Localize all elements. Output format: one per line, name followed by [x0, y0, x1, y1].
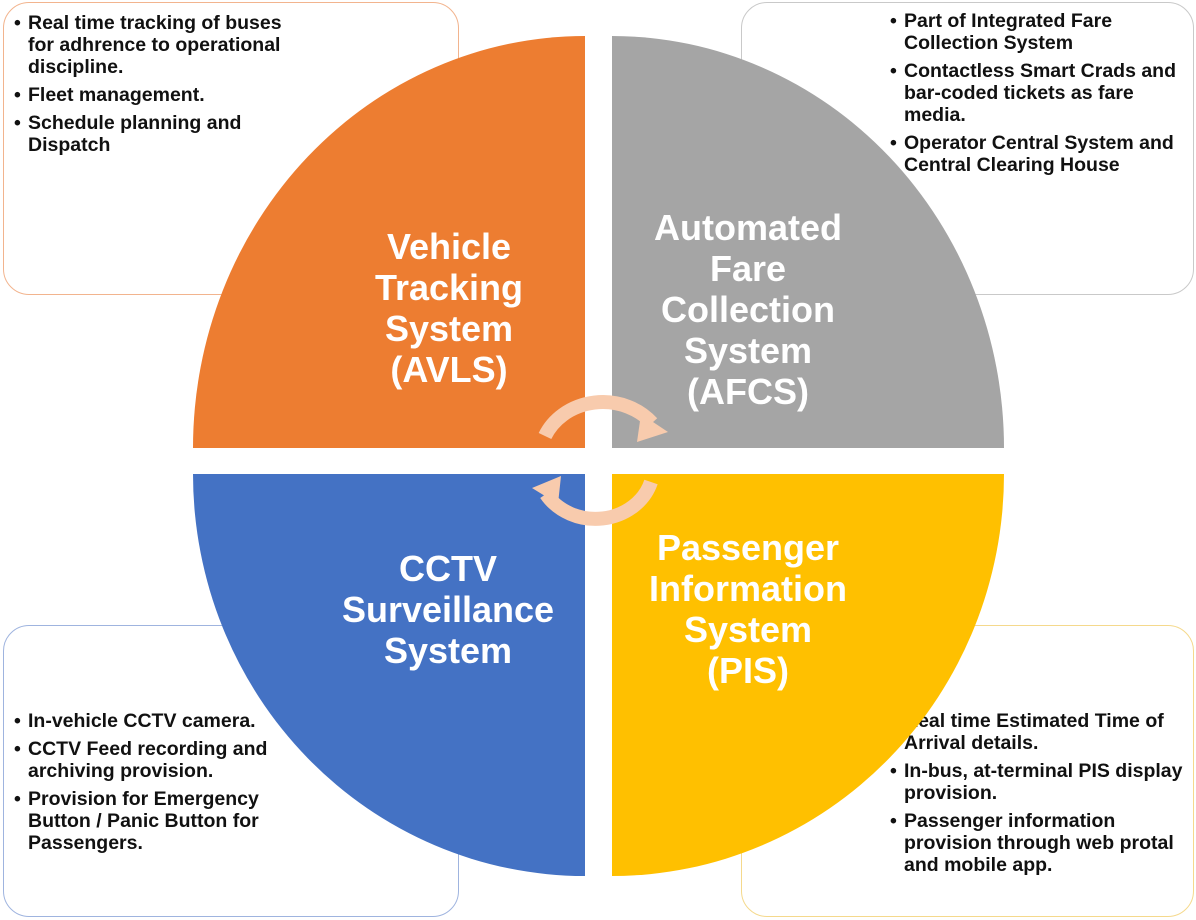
- quadrant-cctv: [193, 474, 585, 876]
- bullet-text: Real time tracking of buses for adhrence…: [28, 12, 282, 78]
- bullet-item: • CCTV Feed recording and archiving provi…: [12, 738, 312, 782]
- bullet-dot-icon: •: [890, 132, 897, 154]
- quadrant-fare-collection: [612, 36, 1004, 448]
- quadrant-title-line: Information: [649, 568, 847, 609]
- quadrant-title-line: System: [384, 630, 512, 671]
- bullet-item: • Passenger information provision through…: [888, 810, 1188, 876]
- bullet-dot-icon: •: [14, 84, 21, 106]
- quadrant-passenger-info: [612, 474, 1004, 876]
- bullet-dot-icon: •: [14, 12, 21, 34]
- bullet-dot-icon: •: [14, 788, 21, 810]
- bullet-text: Schedule planning and Dispatch: [28, 112, 242, 156]
- quadrant-title-line: System: [385, 308, 513, 349]
- bullet-text: In-vehicle CCTV camera.: [28, 710, 256, 732]
- bullet-dot-icon: •: [890, 760, 897, 782]
- bullet-list-vehicle-tracking: • Real time tracking of buses for adhrenc…: [12, 12, 312, 162]
- bullet-text: Fleet management.: [28, 84, 205, 106]
- quadrant-title-line: (PIS): [707, 650, 789, 691]
- bullet-text: Passenger information provision through …: [904, 810, 1174, 876]
- bullet-text: CCTV Feed recording and archiving provis…: [28, 738, 268, 782]
- bullet-dot-icon: •: [890, 810, 897, 832]
- quadrant-title-line: (AVLS): [390, 349, 507, 390]
- bullet-item: • Part of Integrated Fare Collection Syst…: [888, 10, 1188, 54]
- bullet-text: Provision for Emergency Button / Panic B…: [28, 788, 259, 854]
- bullet-item: • Operator Central System and Central Cle…: [888, 132, 1188, 176]
- bullet-text: Contactless Smart Crads and bar-coded ti…: [904, 60, 1177, 126]
- quadrant-title-line: System: [684, 330, 812, 371]
- bullet-dot-icon: •: [14, 738, 21, 760]
- bullet-item: • Schedule planning and Dispatch: [12, 112, 312, 156]
- bullet-dot-icon: •: [14, 112, 21, 134]
- bullet-item: • Real time tracking of buses for adhrenc…: [12, 12, 312, 78]
- bullet-text: Operator Central System and Central Clea…: [904, 132, 1174, 176]
- bullet-text: In-bus, at-terminal PIS display provisio…: [904, 760, 1183, 804]
- bullet-dot-icon: •: [890, 10, 897, 32]
- quadrant-title-line: Tracking: [375, 267, 523, 308]
- bullet-item: • In-bus, at-terminal PIS display provisi…: [888, 760, 1188, 804]
- quadrant-title-line: Automated: [654, 207, 842, 248]
- bullet-text: Real time Estimated Time of Arrival deta…: [904, 710, 1164, 754]
- quadrant-title-line: System: [684, 609, 812, 650]
- quadrant-title-line: Surveillance: [342, 589, 554, 630]
- bullet-item: • Fleet management.: [12, 84, 312, 106]
- quadrant-title-line: Fare: [710, 248, 786, 289]
- bullet-text: Part of Integrated Fare Collection Syste…: [904, 10, 1113, 54]
- bullet-item: • Provision for Emergency Button / Panic …: [12, 788, 312, 854]
- bullet-item: • In-vehicle CCTV camera.: [12, 710, 312, 732]
- bullet-list-passenger-info: • Real time Estimated Time of Arrival det…: [888, 710, 1188, 882]
- quadrant-title-line: Passenger: [657, 527, 839, 568]
- cycle-arrow-bottom: [532, 476, 658, 526]
- bullet-dot-icon: •: [890, 60, 897, 82]
- bullet-item: • Contactless Smart Crads and bar-coded t…: [888, 60, 1188, 126]
- quadrant-vehicle-tracking: [193, 36, 585, 448]
- quadrant-title-line: (AFCS): [687, 371, 809, 412]
- cycle-arrow-top: [538, 395, 668, 442]
- bullet-list-cctv: • In-vehicle CCTV camera. • CCTV Feed recor…: [12, 710, 312, 860]
- bullet-list-fare-collection: • Part of Integrated Fare Collection Syst…: [888, 10, 1188, 182]
- quadrant-title-line: CCTV: [399, 548, 497, 589]
- quadrant-title-line: Collection: [661, 289, 835, 330]
- bullet-dot-icon: •: [14, 710, 21, 732]
- quadrant-title-line: Vehicle: [387, 226, 511, 267]
